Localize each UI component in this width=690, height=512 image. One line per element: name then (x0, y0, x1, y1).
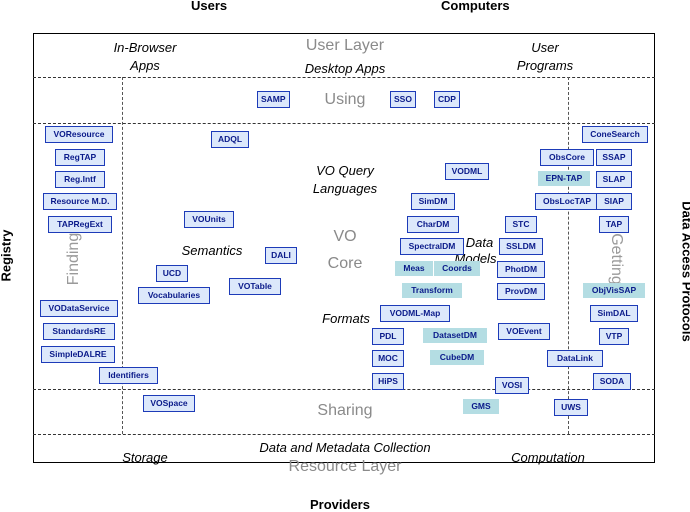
cdp-box: CDP (434, 91, 460, 108)
user-programs-line2: Programs (505, 57, 585, 74)
regtap-box: RegTAP (55, 149, 105, 166)
photdm-box: PhotDM (497, 261, 545, 278)
datasetdm-box: DatasetDM (423, 328, 487, 343)
transform-box: Transform (402, 283, 462, 298)
pdl-box: PDL (372, 328, 404, 345)
simdal-box: SimDAL (590, 305, 638, 322)
desktop-apps-label: Desktop Apps (295, 60, 395, 77)
simdm-box: SimDM (411, 193, 455, 210)
voevent-box: VOEvent (498, 323, 550, 340)
uws-box: UWS (554, 399, 588, 416)
providers-label: Providers (310, 497, 370, 512)
in-browser-apps-line2: Apps (105, 57, 185, 74)
conesearch-box: ConeSearch (582, 126, 648, 143)
vo-query-languages-line2: Languages (300, 180, 390, 197)
vounits-box: VOUnits (184, 211, 234, 228)
hips-box: HiPS (372, 373, 404, 390)
data-access-protocols-label: Data Access Protocols (680, 199, 690, 345)
registry-label: Registry (0, 226, 14, 286)
obsloctap-box: ObsLocTAP (535, 193, 599, 210)
samp-box: SAMP (257, 91, 290, 108)
ssap-box: SSAP (596, 149, 632, 166)
spectraldm-box: SpectralDM (400, 238, 464, 255)
using-top-divider (33, 77, 655, 78)
soda-box: SODA (593, 373, 631, 390)
users-label: Users (191, 0, 227, 13)
resource-layer-label: Resource Layer (280, 458, 410, 476)
obscore-box: ObsCore (540, 149, 594, 166)
resource-md-box: Resource M.D. (43, 193, 117, 210)
using-label: Using (310, 91, 380, 109)
in-browser-apps-line1: In-Browser (105, 39, 185, 56)
right-divider (568, 77, 569, 434)
vodml-box: VODML (445, 163, 489, 180)
user-layer-label: User Layer (295, 37, 395, 55)
vodataservice-box: VODataService (40, 300, 118, 317)
sharing-bottom-divider (33, 434, 655, 435)
vo-core-label-line1: VO (320, 228, 370, 246)
epn-tap-box: EPN-TAP (538, 171, 590, 186)
provdm-box: ProvDM (497, 283, 545, 300)
vo-core-label-line2: Core (315, 255, 375, 273)
ucd-box: UCD (156, 265, 188, 282)
getting-label: Getting (607, 229, 625, 289)
gms-box: GMS (463, 399, 499, 414)
formats-label: Formats (306, 310, 386, 327)
user-programs-line1: User (510, 39, 580, 56)
siap-box: SIAP (596, 193, 632, 210)
tap-box: TAP (599, 216, 629, 233)
cubedm-box: CubeDM (430, 350, 484, 365)
vocabularies-box: Vocabularies (138, 287, 210, 304)
voresource-box: VOResource (45, 126, 113, 143)
sharing-label: Sharing (305, 402, 385, 420)
dali-box: DALI (265, 247, 297, 264)
reg-intf-box: Reg.Intf (55, 171, 105, 188)
ssldm-box: SSLDM (499, 238, 543, 255)
vo-query-languages-line1: VO Query (300, 162, 390, 179)
data-metadata-collection-label: Data and Metadata Collection (240, 439, 450, 456)
stc-box: STC (505, 216, 537, 233)
storage-label: Storage (105, 449, 185, 466)
datalink-box: DataLink (547, 350, 603, 367)
standardsre-box: StandardsRE (43, 323, 115, 340)
vospace-box: VOSpace (143, 395, 195, 412)
vodml-map-box: VODML-Map (380, 305, 450, 322)
slap-box: SLAP (596, 171, 632, 188)
vosi-box: VOSI (495, 377, 529, 394)
meas-box: Meas (395, 261, 433, 276)
sso-box: SSO (390, 91, 416, 108)
finding-label: Finding (65, 229, 83, 289)
core-bottom-divider (33, 389, 655, 390)
tapregext-box: TAPRegExt (48, 216, 112, 233)
adql-box: ADQL (211, 131, 249, 148)
computers-label: Computers (441, 0, 510, 13)
simpledalre-box: SimpleDALRE (41, 346, 115, 363)
computation-label: Computation (498, 449, 598, 466)
identifiers-box: Identifiers (99, 367, 158, 384)
objvissap-box: ObjVisSAP (583, 283, 645, 298)
chardm-box: CharDM (407, 216, 459, 233)
moc-box: MOC (372, 350, 404, 367)
votable-box: VOTable (229, 278, 281, 295)
semantics-label: Semantics (172, 242, 252, 259)
vtp-box: VTP (599, 328, 629, 345)
coords-box: Coords (434, 261, 480, 276)
core-top-divider (33, 123, 655, 124)
